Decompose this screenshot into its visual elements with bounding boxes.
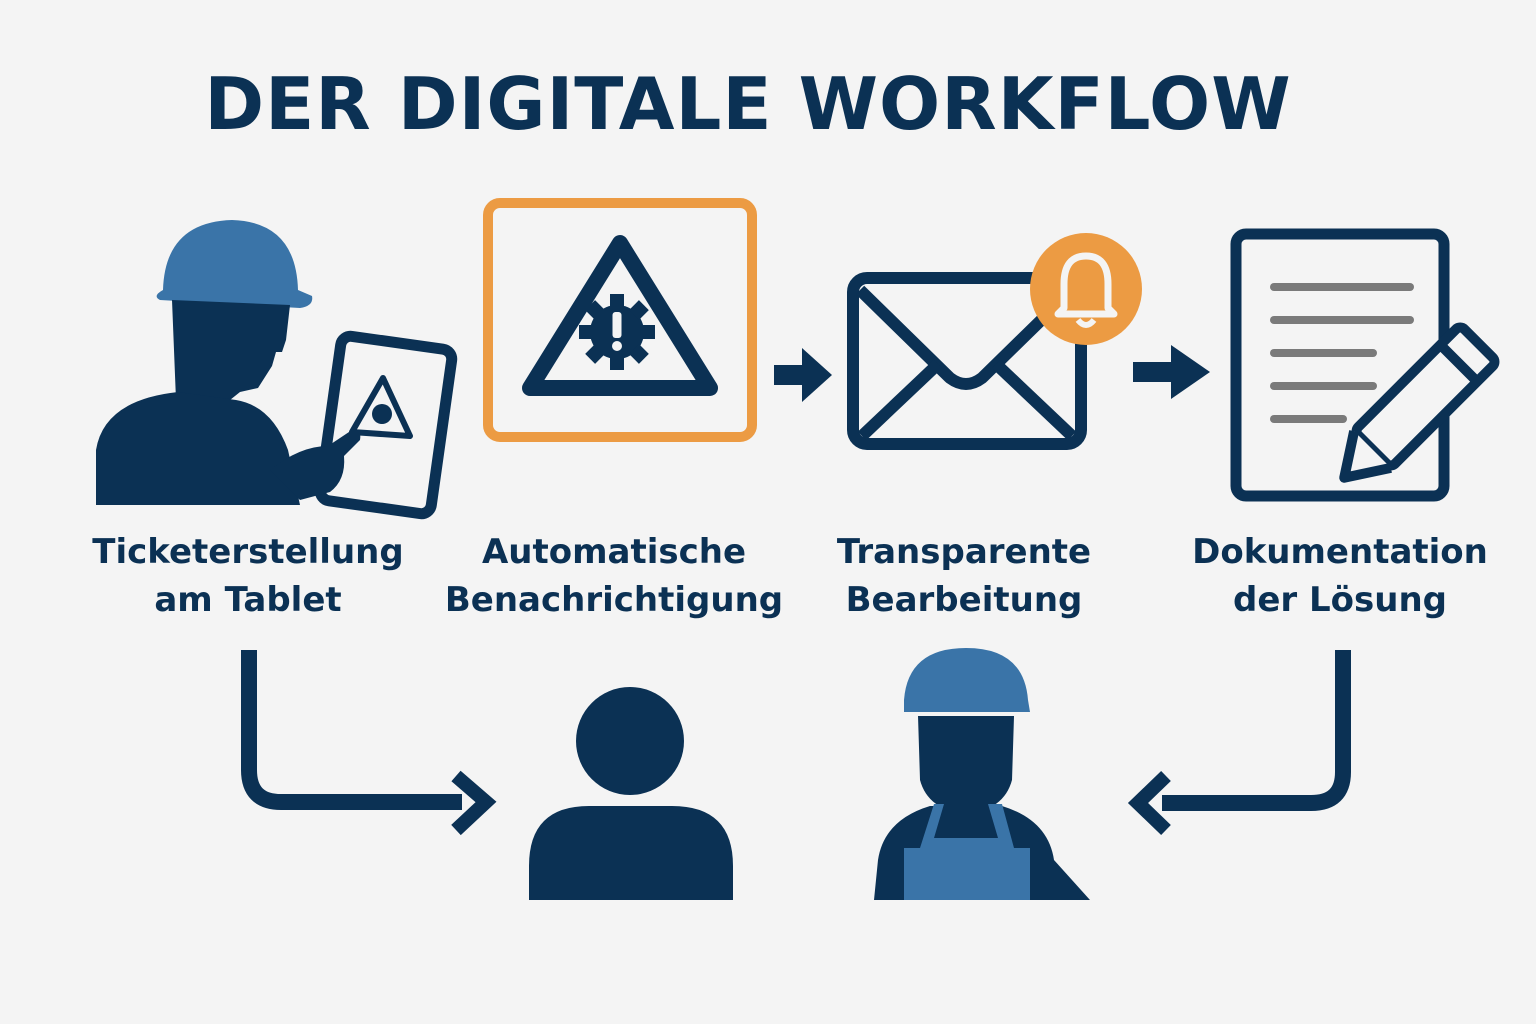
step-label-dokumentation: Dokumentation der Lösung [1192,532,1488,620]
step-label-ticketerstellung: Ticketerstellung am Tablet [92,532,404,620]
technician-icon [874,648,1090,900]
step-label-benachrichtigung: Automatische Benachrichtigung [444,532,784,620]
connector-arrow-to-user [241,650,497,836]
warning-gear-icon [483,198,757,442]
page-title: DER DIGITALE WORKFLOW [204,62,1292,146]
step-label-bearbeitung: Transparente Bearbeitung [836,532,1092,620]
connector-arrow-to-technician [1127,650,1351,836]
user-icon [529,687,733,900]
mail-bell-icon [847,233,1142,450]
arrow-right-icon [774,348,832,402]
document-pen-icon [1230,228,1500,502]
arrow-right-icon [1133,345,1210,399]
worker-tablet-icon [96,220,458,520]
